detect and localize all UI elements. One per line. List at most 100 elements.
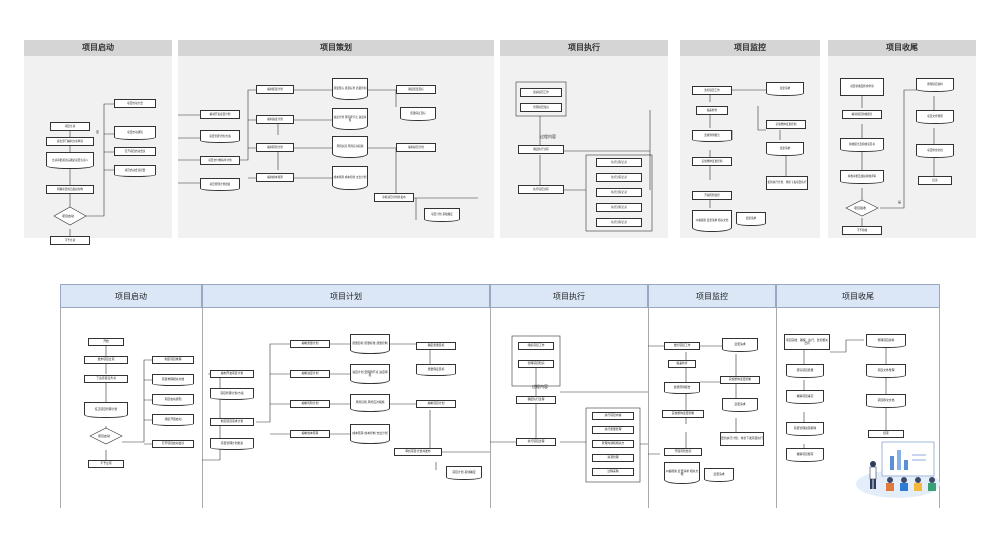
flow-box: 召开项目启动会议 <box>114 147 156 156</box>
flow-box: 执行项目内容 <box>592 412 634 420</box>
flow-document: 质量保证目标 <box>416 364 456 376</box>
flow-document: 进度计划 里程碑节点 进度审核 <box>332 108 368 130</box>
flow-document: 成本预算 成本控制 支出计划 <box>350 424 390 444</box>
flow-document: 项目启动通知 <box>114 126 156 140</box>
flow-document: 变更请求 <box>766 82 804 96</box>
bottom-swimlane: 项目启动 项目计划 项目执行 项目监控 项目收尾 <box>60 284 940 508</box>
flow-box: 执行过程记录 <box>596 188 642 197</box>
flow-box: 项目完成：确保、执行、监控相关合同 <box>784 334 830 350</box>
flow-box: 项目验收及移交申请 <box>840 78 884 96</box>
flow-box: 编制风险计划 <box>290 400 330 408</box>
lane-execute <box>490 308 648 508</box>
flow-document: 项目管理计划/方案 <box>210 388 254 400</box>
flow-document: 项目管理计划批复 <box>200 178 240 191</box>
flow-box: 项目立项 <box>50 122 90 131</box>
lane-close <box>776 308 940 508</box>
flow-document: 整理项目资料 <box>916 78 954 92</box>
flow-box: 明确项目成员组织架构 <box>46 185 94 194</box>
flow-document: 项目管理计划/方案 <box>200 130 240 143</box>
decision-text: 项目验收 <box>854 206 867 210</box>
flow-box: 提出部门编制立项申请 <box>46 137 94 146</box>
flow-box: 开展风险监控 <box>664 448 702 456</box>
lane-header: 项目监控 <box>648 284 776 308</box>
connector-lines <box>69 103 114 236</box>
flow-box: 实施整体变更控制 <box>692 157 732 166</box>
flow-box: 执行项目过程 <box>516 438 556 446</box>
flow-document: 监督预测报告 <box>692 130 732 142</box>
flow-box: 管理项目知识 <box>520 103 562 112</box>
process-label: 过程内容 <box>540 134 556 139</box>
flow-document: 组织开展启动 <box>152 414 194 426</box>
panel-planning: 项目策划 编制开发项目计划 项目管理计划/方案 项目交付物清单计划 项目管理计划… <box>178 40 494 238</box>
flow-box: 实施整体变更控制 <box>662 410 704 418</box>
flow-box: 编制成本预算 <box>256 173 294 182</box>
flow-document: 整理项目资料 <box>866 334 906 348</box>
flow-box: 执行过程记录 <box>596 203 642 212</box>
flow-document: 成本预算 成本控制 支出计划 <box>332 166 368 190</box>
panel-title: 项目收尾 <box>828 40 976 56</box>
flow-document: 纠偏措施 变更请求 相关文档 <box>664 462 700 484</box>
flow-box: 执行过程记录 <box>596 158 642 167</box>
flow-document: 变更请求 <box>736 212 766 226</box>
connector-lines <box>89 335 887 483</box>
flow-document: 项目计划 基线确定 <box>446 466 482 480</box>
flow-box: 监控项目工作 <box>692 86 732 95</box>
flow-box: 编制开发项目计划 <box>210 370 254 378</box>
yes-label: 是 <box>898 200 902 204</box>
flow-box: 确定执行过程 <box>516 396 556 404</box>
flow-box: 审核项目计划并发布 <box>394 448 442 456</box>
flow-box: 编制成本预算 <box>290 430 330 438</box>
flow-box: 召开项目启动会议 <box>152 440 194 448</box>
flow-document: 项目计划 基线确定 <box>424 208 460 222</box>
flow-box: 执行质量管理 <box>592 426 634 434</box>
flow-box: 编制质量计划 <box>256 85 294 94</box>
panel-initiate: 项目启动 项目立项 提出部门编制立项申请 立项审批通过后确定项目负责人 明确项目… <box>24 40 172 245</box>
flow-box: 实施整体变更控制 <box>720 376 760 384</box>
flow-document: 进度计划 里程碑节点 进度审核 <box>350 364 390 384</box>
connector-lines <box>178 89 478 220</box>
flow-box: 确定质量目标 <box>416 342 456 350</box>
flow-box: 组织项目工作 <box>518 342 554 350</box>
panel-execution: 项目执行 组织项目工作 管理项目知识 过程内容 确定执行过程 执行项目过程 执行… <box>500 40 668 238</box>
lane-header: 项目计划 <box>202 284 490 308</box>
flow-box: 结束 <box>918 176 952 185</box>
flow-document: 变更请求 <box>704 468 734 482</box>
flow-document: 变更请求 <box>722 338 758 352</box>
flow-box: 开展风险监控 <box>692 191 732 200</box>
lane-initiate <box>60 308 202 508</box>
flow-box: 编制进度计划 <box>290 370 330 378</box>
flow-document: 监督预测报告 <box>664 382 700 394</box>
flow-box: 结束 <box>868 430 904 438</box>
flow-document: 撤销项目留存 <box>786 448 824 462</box>
flow-box: 制定项目章程 <box>152 356 194 364</box>
flow-box: 执行过程记录 <box>596 173 642 182</box>
flow-box: 管理项目知识 <box>518 360 554 368</box>
flow-box: 确定质量目标 <box>396 85 436 94</box>
flow-box: 编制风险计划 <box>256 143 294 152</box>
flow-box: 编制项目计划 <box>416 400 456 408</box>
flow-box: 编制项目计划 <box>396 143 436 152</box>
flow-box: 不予验收 <box>842 226 882 235</box>
decision-diamond <box>53 206 87 226</box>
flow-box: 编制项目验收报告 <box>842 110 882 119</box>
panel-title: 项目监控 <box>680 40 820 56</box>
flow-box: 下达项目任务书 <box>84 375 128 383</box>
decision-text: 项目启动 <box>62 214 75 218</box>
flow-document: 项目章程相关文档 <box>152 374 194 386</box>
panel-title: 项目启动 <box>24 40 172 56</box>
flow-box: 执行过程记录 <box>596 218 642 227</box>
flow-document: 变更请求 <box>722 398 758 412</box>
flow-box: 制定项目需求计划 <box>210 418 254 426</box>
lane-header: 项目执行 <box>490 284 648 308</box>
lane-monitor <box>648 308 776 508</box>
presentation-illustration <box>856 441 940 498</box>
flow-document: 项目文件整理 <box>916 110 954 124</box>
lane-header: 项目收尾 <box>776 284 940 308</box>
connector-lines <box>515 81 653 232</box>
flow-box: 不予立项 <box>50 236 90 245</box>
flow-box: 项目交付物清单计划 <box>200 156 240 165</box>
flow-box: 审核项目计划并发布 <box>374 193 414 202</box>
flow-document: 撤销项目事宜 <box>786 390 824 404</box>
flow-document: 验收报告及验收意见书 <box>840 138 884 152</box>
flow-box: 编制质量计划 <box>290 340 330 348</box>
